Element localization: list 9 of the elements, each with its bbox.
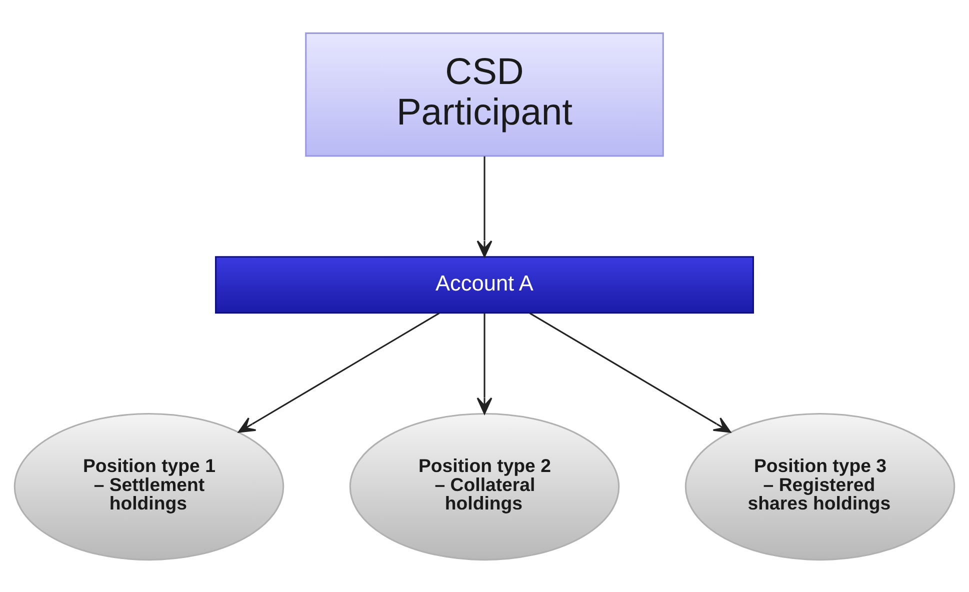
arrow	[476, 156, 492, 257]
node-box: CSD Participant	[305, 32, 664, 156]
node-ellipse: Position type 1 – Settlement holdings	[14, 412, 284, 560]
node-box: Account A	[215, 256, 754, 314]
arrow	[476, 312, 492, 414]
node-ellipse: Position type 2 – Collateral holdings	[349, 412, 620, 560]
arrow	[529, 312, 731, 432]
node-ellipse: Position type 3 – Registered shares holdings	[684, 412, 956, 560]
arrow	[238, 312, 440, 432]
